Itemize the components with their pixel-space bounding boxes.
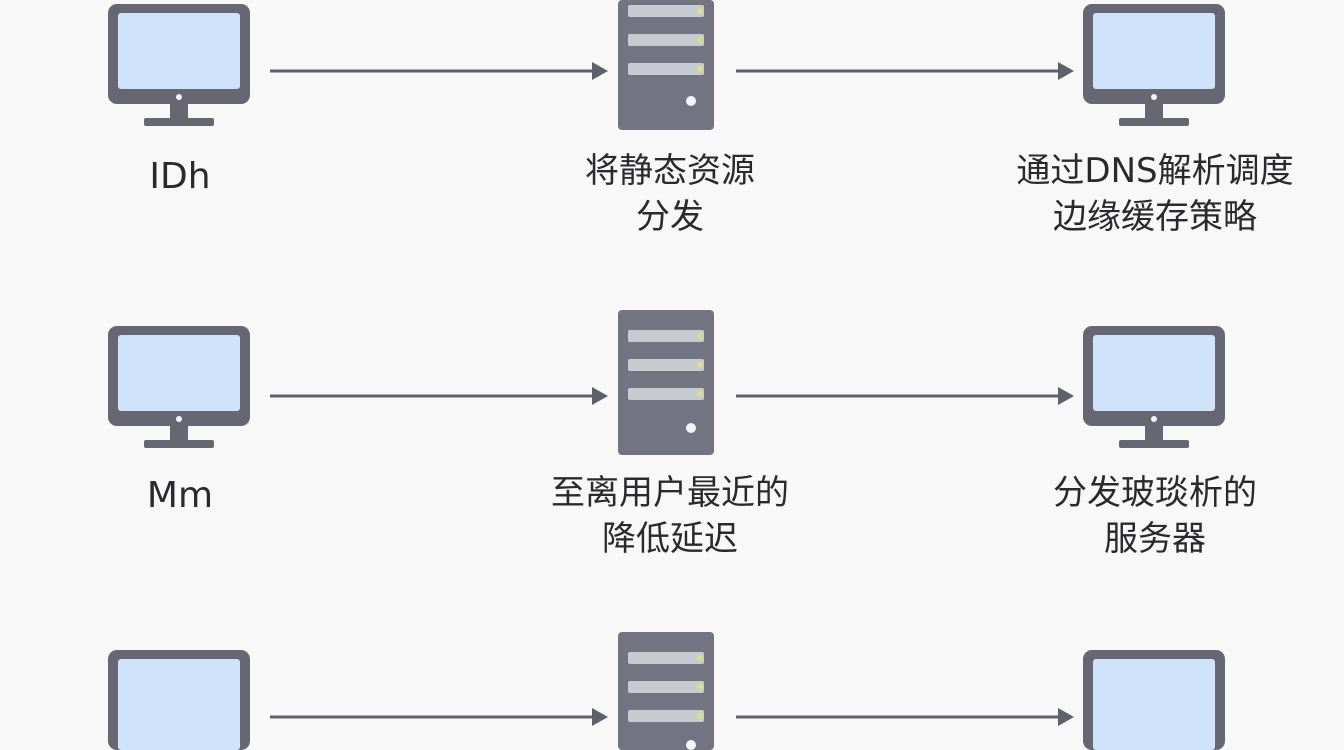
monitor-icon [108, 326, 250, 448]
row-1-right-label: 通过DNS解析调度 边缘缓存策略 [990, 148, 1320, 240]
label-line: IDh [149, 156, 211, 197]
row-2-right-label: 分发玻琰析的 服务器 [1010, 470, 1300, 562]
arrow-right-icon [270, 387, 608, 405]
row-2-left-label: Mm [90, 473, 270, 519]
row-1-left-label: IDh [90, 154, 270, 200]
server-icon [618, 632, 714, 750]
monitor-icon [108, 650, 250, 750]
monitor-icon [1083, 326, 1225, 448]
monitor-icon [108, 4, 250, 126]
arrow-right-icon [736, 62, 1074, 80]
label-line: 将静态资源 [585, 151, 755, 191]
arrow-right-icon [736, 387, 1074, 405]
row-2-middle-label: 至离用户最近的 降低延迟 [500, 470, 840, 562]
arrow-right-icon [270, 62, 608, 80]
label-line: 至离用户最近的 [551, 473, 789, 513]
label-line: 边缘缓存策略 [1053, 197, 1257, 237]
label-line: 分发 [636, 197, 704, 237]
monitor-icon [1083, 650, 1225, 750]
label-line: Mm [146, 475, 214, 516]
arrow-right-icon [736, 708, 1074, 726]
arrow-right-icon [270, 708, 608, 726]
monitor-icon [1083, 4, 1225, 126]
server-icon [618, 0, 714, 130]
label-line: 分发玻琰析的 [1053, 473, 1257, 513]
label-line: 通过DNS解析调度 [1016, 151, 1294, 191]
label-line: 服务器 [1104, 519, 1206, 559]
row-1-middle-label: 将静态资源 分发 [520, 148, 820, 240]
server-icon [618, 310, 714, 455]
label-line: 降低延迟 [602, 519, 738, 559]
